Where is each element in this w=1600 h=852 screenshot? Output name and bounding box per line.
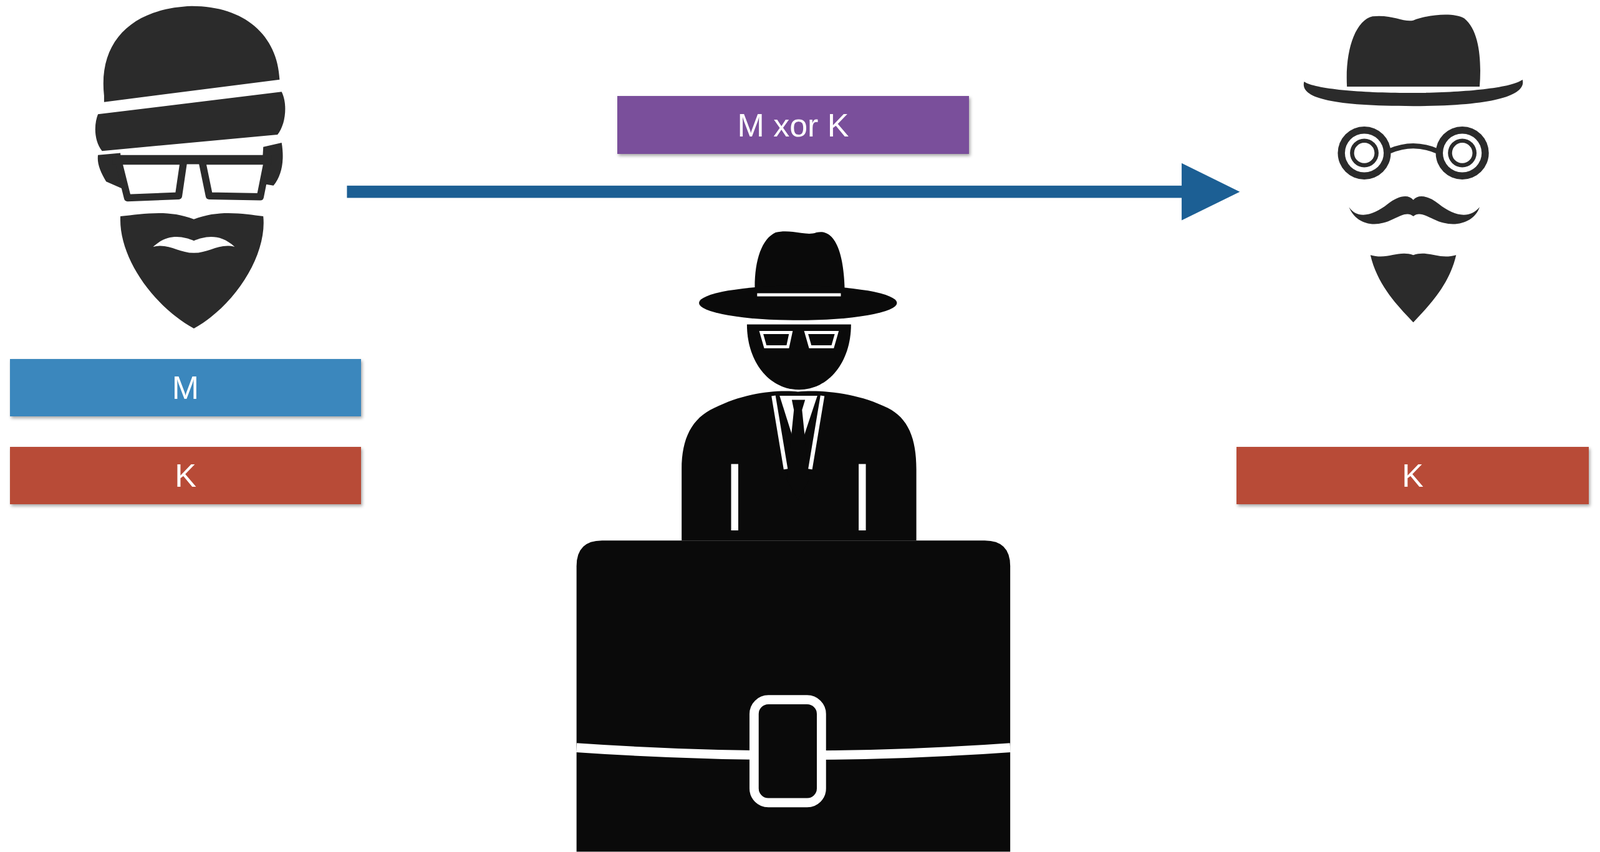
beanie-cuff [95, 91, 286, 151]
mustache [1348, 196, 1480, 224]
hat-brim [1303, 79, 1523, 107]
goggle [1447, 139, 1477, 168]
arrow-head [1181, 163, 1240, 221]
sunglasses [806, 332, 837, 347]
eavesdropper-figure [576, 231, 1011, 852]
hat-brim [698, 285, 897, 321]
body [681, 391, 916, 542]
goggle [1452, 142, 1473, 164]
text-box: M [9, 359, 362, 417]
box-label: K [174, 457, 197, 495]
tie [786, 400, 810, 501]
hat-crown [1346, 14, 1481, 88]
goggle [1344, 133, 1384, 173]
beard [120, 213, 264, 329]
briefcase-clasp [753, 700, 822, 804]
message-arrow [346, 163, 1240, 221]
box-label: K [1401, 457, 1424, 495]
text-box: M xor K [617, 96, 969, 155]
sender-figure [95, 6, 286, 329]
hat-band [756, 293, 841, 297]
arrow-shaft [346, 185, 1189, 199]
arm-gap [734, 464, 863, 531]
box-label: M [172, 369, 199, 407]
briefcase [576, 540, 1011, 852]
goatee [1370, 253, 1456, 323]
box-label: M xor K [737, 106, 849, 145]
goggle [1337, 126, 1391, 180]
glasses-lens [118, 161, 184, 199]
sunglasses [761, 332, 791, 347]
goggle [1436, 126, 1490, 180]
glasses-lens [202, 161, 268, 198]
illustration-group [95, 6, 1523, 852]
beanie-top [103, 6, 280, 103]
text-box: K [1236, 447, 1589, 505]
goggle [1354, 142, 1375, 164]
lapel [773, 395, 823, 470]
text-box: K [9, 447, 362, 505]
receiver-figure [1303, 14, 1523, 323]
head [746, 324, 852, 390]
goggle [1349, 139, 1379, 168]
goggle [1442, 133, 1482, 173]
mustache [152, 236, 235, 254]
